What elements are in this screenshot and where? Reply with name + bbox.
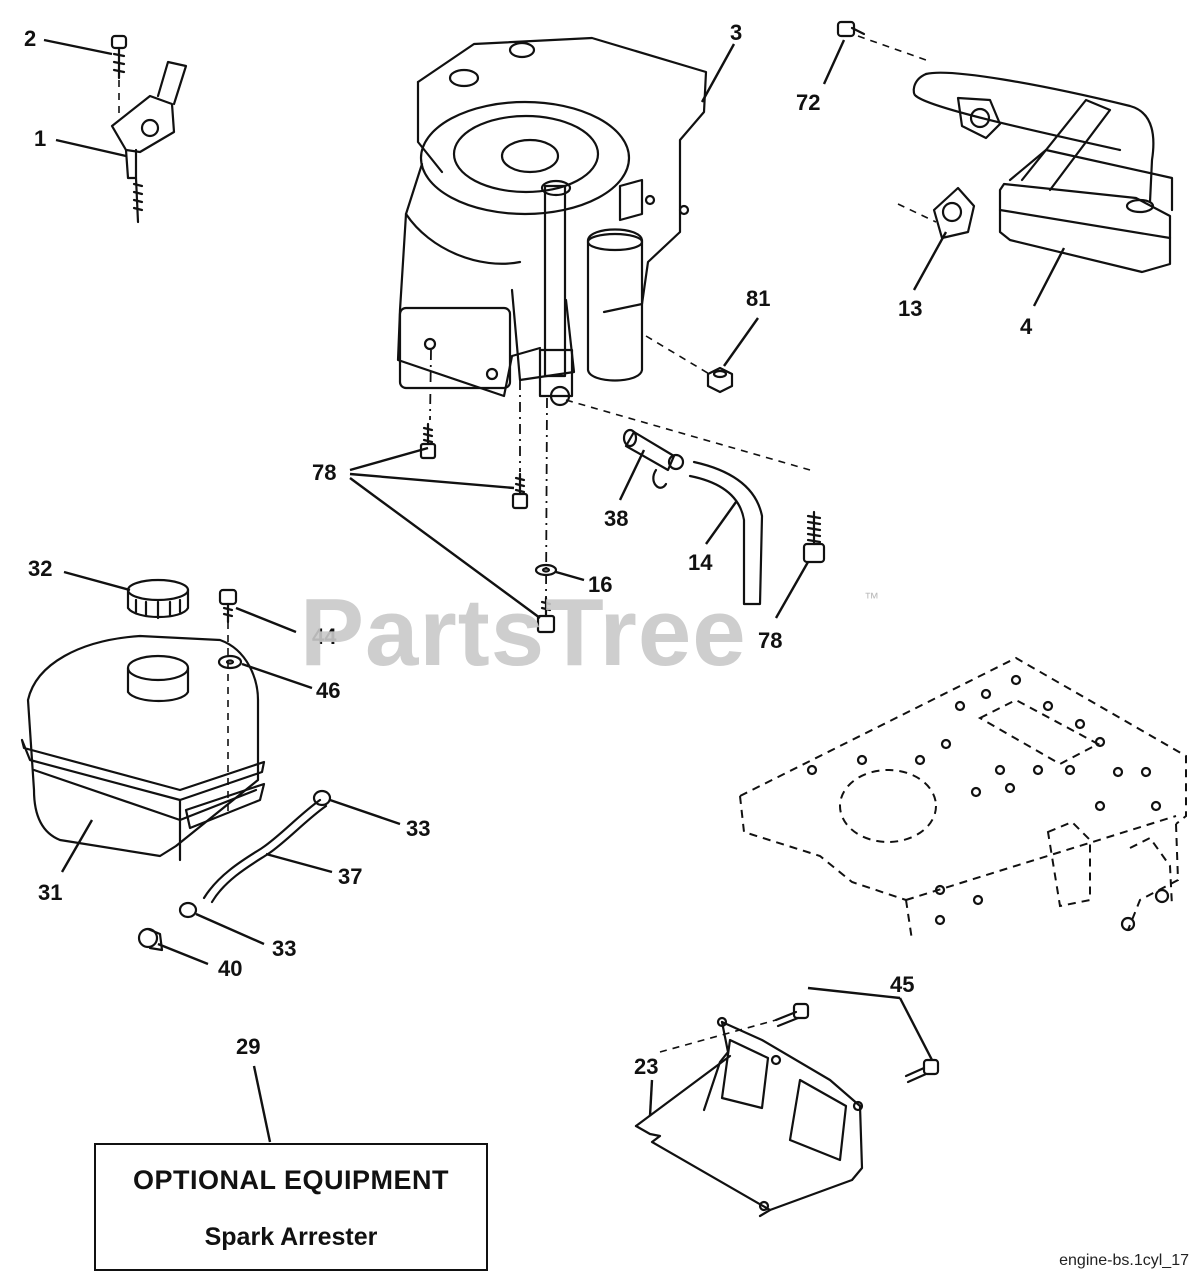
optional-equipment-box: OPTIONAL EQUIPMENT Spark Arrester <box>94 1143 488 1271</box>
callout-16: 16 <box>588 572 612 597</box>
drain-hose-part-14 <box>688 460 764 606</box>
callout-14: 14 <box>688 550 713 575</box>
callout-13: 13 <box>898 296 922 321</box>
screw-part-2 <box>110 34 128 114</box>
callout-81: 81 <box>746 286 770 311</box>
callout-4: 4 <box>1020 314 1033 339</box>
callout-72: 72 <box>796 90 820 115</box>
tractor-frame <box>739 656 1187 941</box>
callout-numbers: 2 1 3 72 4 13 81 78 38 14 16 78 32 44 46… <box>24 20 1033 1079</box>
leader-lines <box>43 38 1066 1143</box>
callout-78-frame: 78 <box>758 628 782 653</box>
throttle-control-part <box>110 60 188 224</box>
screw-part-44 <box>218 588 238 624</box>
callout-37: 37 <box>338 864 362 889</box>
callout-32: 32 <box>28 556 52 581</box>
callout-44: 44 <box>312 624 337 649</box>
callout-1: 1 <box>34 126 46 151</box>
callout-45: 45 <box>890 972 914 997</box>
watermark-trademark: ™ <box>864 590 879 607</box>
optional-equipment-title: OPTIONAL EQUIPMENT <box>132 1165 450 1195</box>
engine-part <box>396 36 708 407</box>
screw-part-45 <box>774 1002 940 1084</box>
callout-29: 29 <box>236 1034 260 1059</box>
fuel-cap-part-32 <box>126 578 190 620</box>
callout-31: 31 <box>38 880 62 905</box>
callout-3: 3 <box>730 20 742 45</box>
callout-38: 38 <box>604 506 628 531</box>
callout-40: 40 <box>218 956 242 981</box>
watermark-brand: PartsTree <box>300 579 747 686</box>
bolt-part-72 <box>836 20 866 38</box>
drain-valve-part-38 <box>622 428 685 489</box>
frame-holes <box>806 674 1162 926</box>
callout-2: 2 <box>24 26 36 51</box>
washer-part-46 <box>217 654 243 670</box>
heat-shield-part-23 <box>634 1016 864 1218</box>
optional-equipment-subtitle: Spark Arrester <box>204 1223 378 1251</box>
fuel-tank-part <box>20 634 266 862</box>
bolt-part-78 <box>419 422 826 634</box>
muffler-part <box>912 71 1174 274</box>
diagram-identifier: engine-bs.1cyl_17 <box>1059 1252 1189 1269</box>
hose-clamp-part-33 <box>178 789 332 919</box>
callout-33-lower: 33 <box>272 936 296 961</box>
callout-46: 46 <box>316 678 340 703</box>
callout-33-upper: 33 <box>406 816 430 841</box>
callout-23: 23 <box>634 1054 658 1079</box>
callout-78-engine: 78 <box>312 460 336 485</box>
gasket-part-13 <box>932 96 1002 240</box>
nut-part-81 <box>706 366 734 394</box>
bushing-part-40 <box>137 927 164 952</box>
washer-part-16 <box>534 563 558 577</box>
